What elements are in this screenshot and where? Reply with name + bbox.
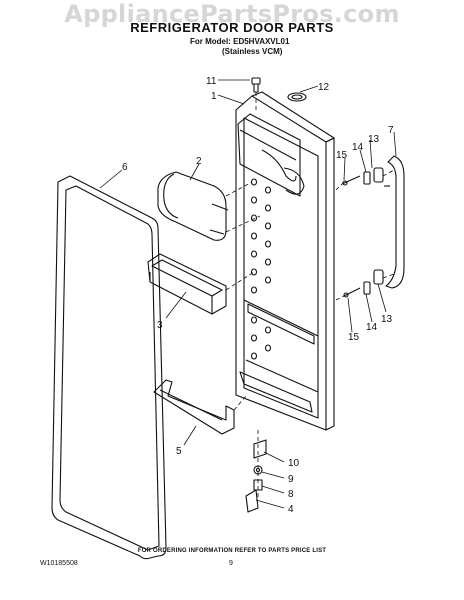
callout-1: 1 [211,91,217,102]
callout-15-lower: 15 [348,332,360,343]
callout-14-upper: 14 [352,142,364,153]
callout-12: 12 [318,82,330,93]
callout-10: 10 [288,458,300,469]
document-number: W10185508 [40,560,78,567]
upper-mount-hardware [341,167,384,186]
door-handle-part [384,155,405,289]
watermark-text: AppliancePartsPros.com [64,0,400,28]
variant-line: (Stainless VCM) [222,47,283,56]
liner-hole-row [250,178,272,360]
screw-11-part [251,77,261,93]
lower-hinge-hardware [245,439,267,513]
callout-8: 8 [288,489,294,500]
callout-5: 5 [176,446,182,457]
dairy-door-part [157,171,229,241]
assembly-guide-lines [225,92,395,500]
model-line: For Model: ED5HVAXVL01 [190,37,290,46]
callout-3: 3 [157,320,163,331]
leader-lines [99,79,397,509]
callout-15-upper: 15 [336,150,348,161]
lower-mount-hardware [343,269,384,298]
callout-4: 4 [288,504,294,515]
ordering-note: FOR ORDERING INFORMATION REFER TO PARTS … [137,548,327,554]
page-title: REFRIGERATOR DOOR PARTS [130,20,334,35]
callout-7: 7 [388,125,394,136]
callout-13-lower: 13 [381,314,393,325]
door-bin-part [147,253,227,315]
callout-6: 6 [122,162,128,173]
callout-14-lower: 14 [366,322,378,333]
door-liner-part [235,91,335,431]
callout-11: 11 [206,76,217,87]
callout-2: 2 [196,156,202,167]
door-gasket-part [51,175,167,560]
page-number: 9 [229,560,233,567]
plug-12-part [287,92,307,102]
callout-13-upper: 13 [368,134,380,145]
door-shelf-part [153,379,235,435]
callout-9: 9 [288,474,294,485]
